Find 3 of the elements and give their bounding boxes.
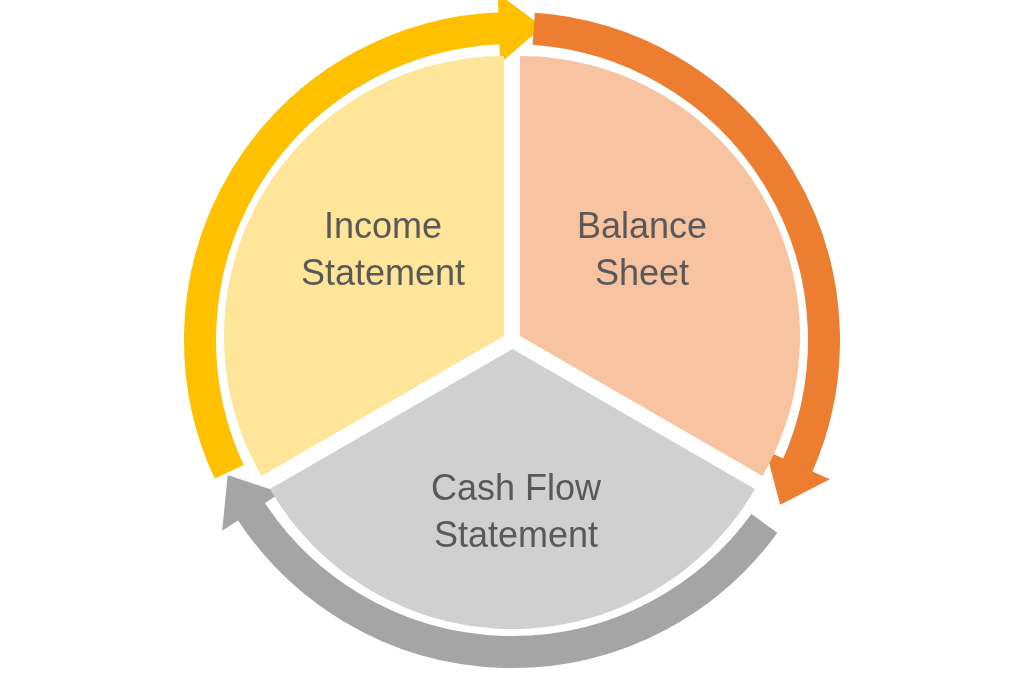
sector-label: Cash Flow Statement	[429, 466, 602, 557]
sector-label: Income Statement	[299, 204, 467, 295]
sector-label: Balance Sheet	[575, 204, 709, 295]
